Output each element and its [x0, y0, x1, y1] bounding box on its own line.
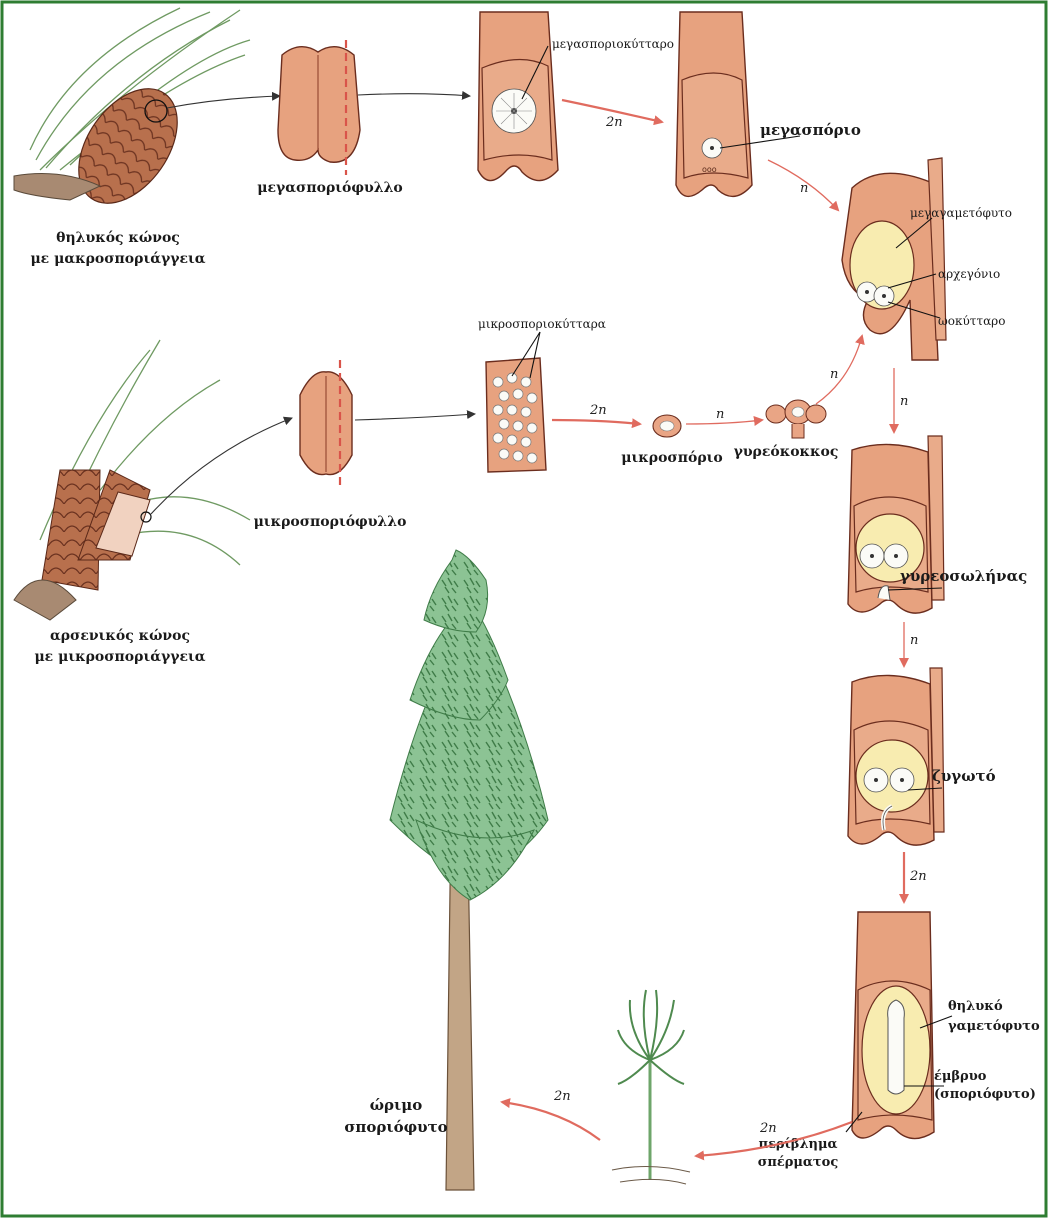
megasporocyte-ovule-section [478, 12, 558, 181]
seed-coat-label-2: σπέρματος [758, 1155, 839, 1170]
female-cone-illustration [14, 8, 250, 221]
female-gametophyte-label-1: θηλυκό [948, 999, 1003, 1014]
male-cone-pointer-arrow [151, 418, 292, 514]
microsporocytes-label: μικροσποριοκύτταρα [478, 317, 606, 331]
seedling-to-tree-arrow [502, 1102, 600, 1140]
ploidy-2n-tree: 2n [553, 1089, 571, 1104]
megagametophyte-label: μεγαγαμετόφυτο [910, 206, 1012, 220]
female-cone-pointer-arrow [167, 96, 280, 108]
ploidy-2n-male-meiosis: 2n [589, 403, 607, 418]
egg-cell-label: ωοκύτταρο [938, 314, 1005, 328]
female-cone-label-2: με μακροσποριάγγεια [30, 251, 205, 267]
male-cone-illustration [14, 340, 250, 620]
zygote-label: ζυγωτό [932, 767, 996, 785]
megasporophyll-pointer-arrow [358, 94, 470, 96]
megagametophyte-ovule-section [842, 158, 946, 360]
archegonium-label: αρχεγόνιο [938, 267, 1000, 281]
ploidy-n-pollination: n [830, 367, 838, 382]
microsporocytes-section [486, 358, 546, 472]
female-cone-label-1: θηλυκός κώνος [56, 230, 180, 246]
mature-sporophyte-label-1: ώριμο [370, 1096, 423, 1114]
microsporophyll-illustration [300, 360, 352, 485]
pollen-tube-ovule-section [848, 436, 944, 613]
microspore-illustration [653, 415, 681, 437]
male-cone-label-1: αρσενικός κώνος [50, 628, 190, 644]
seedling-illustration [612, 990, 690, 1184]
pollen-grain-label: γυρεόκοκκος [734, 444, 839, 460]
ploidy-n-gametophyte: n [900, 394, 908, 409]
female-gametophyte-label-2: γαμετόφυτο [948, 1019, 1040, 1034]
meiosis-arrow-male [552, 420, 640, 424]
megasporocyte-label: μεγασποριοκύτταρο [552, 37, 674, 51]
megasporophyll-label: μεγασποριόφυλλο [257, 180, 402, 196]
microsporophyll-pointer-arrow [355, 414, 475, 420]
seed-section [852, 912, 934, 1139]
svg-text:ooo: ooo [702, 165, 717, 174]
pollen-grain-illustration [766, 400, 826, 438]
ploidy-n-microspore: n [716, 407, 724, 422]
megaspore-label: μεγασπόριο [760, 121, 861, 139]
embryo-label-1: έμβρυο [934, 1069, 987, 1084]
ploidy-n-megaspore: n [800, 181, 808, 196]
mature-tree-illustration [390, 550, 548, 1190]
ploidy-n-fertilization: n [910, 633, 918, 648]
pollen-tube-label: γυρεοσωλήνας [900, 567, 1027, 585]
pollination-arrow [816, 336, 862, 404]
megaspore-ovule-section: ooo [676, 12, 752, 196]
zygote-ovule-section [848, 668, 944, 845]
embryo-label-2: (σποριόφυτο) [934, 1087, 1036, 1102]
ploidy-2n-embryo: 2n [909, 869, 927, 884]
male-cone-label-2: με μικροσποριάγγεια [34, 649, 205, 665]
microspore-label: μικροσπόριο [621, 450, 723, 466]
megasporophyll-illustration [278, 40, 360, 175]
ploidy-2n-seedling: 2n [759, 1121, 777, 1136]
ploidy-2n-female-meiosis: 2n [605, 115, 623, 130]
mature-sporophyte-label-2: σποριόφυτο [344, 1118, 447, 1136]
microsporophyll-label: μικροσποριόφυλλο [254, 514, 407, 530]
